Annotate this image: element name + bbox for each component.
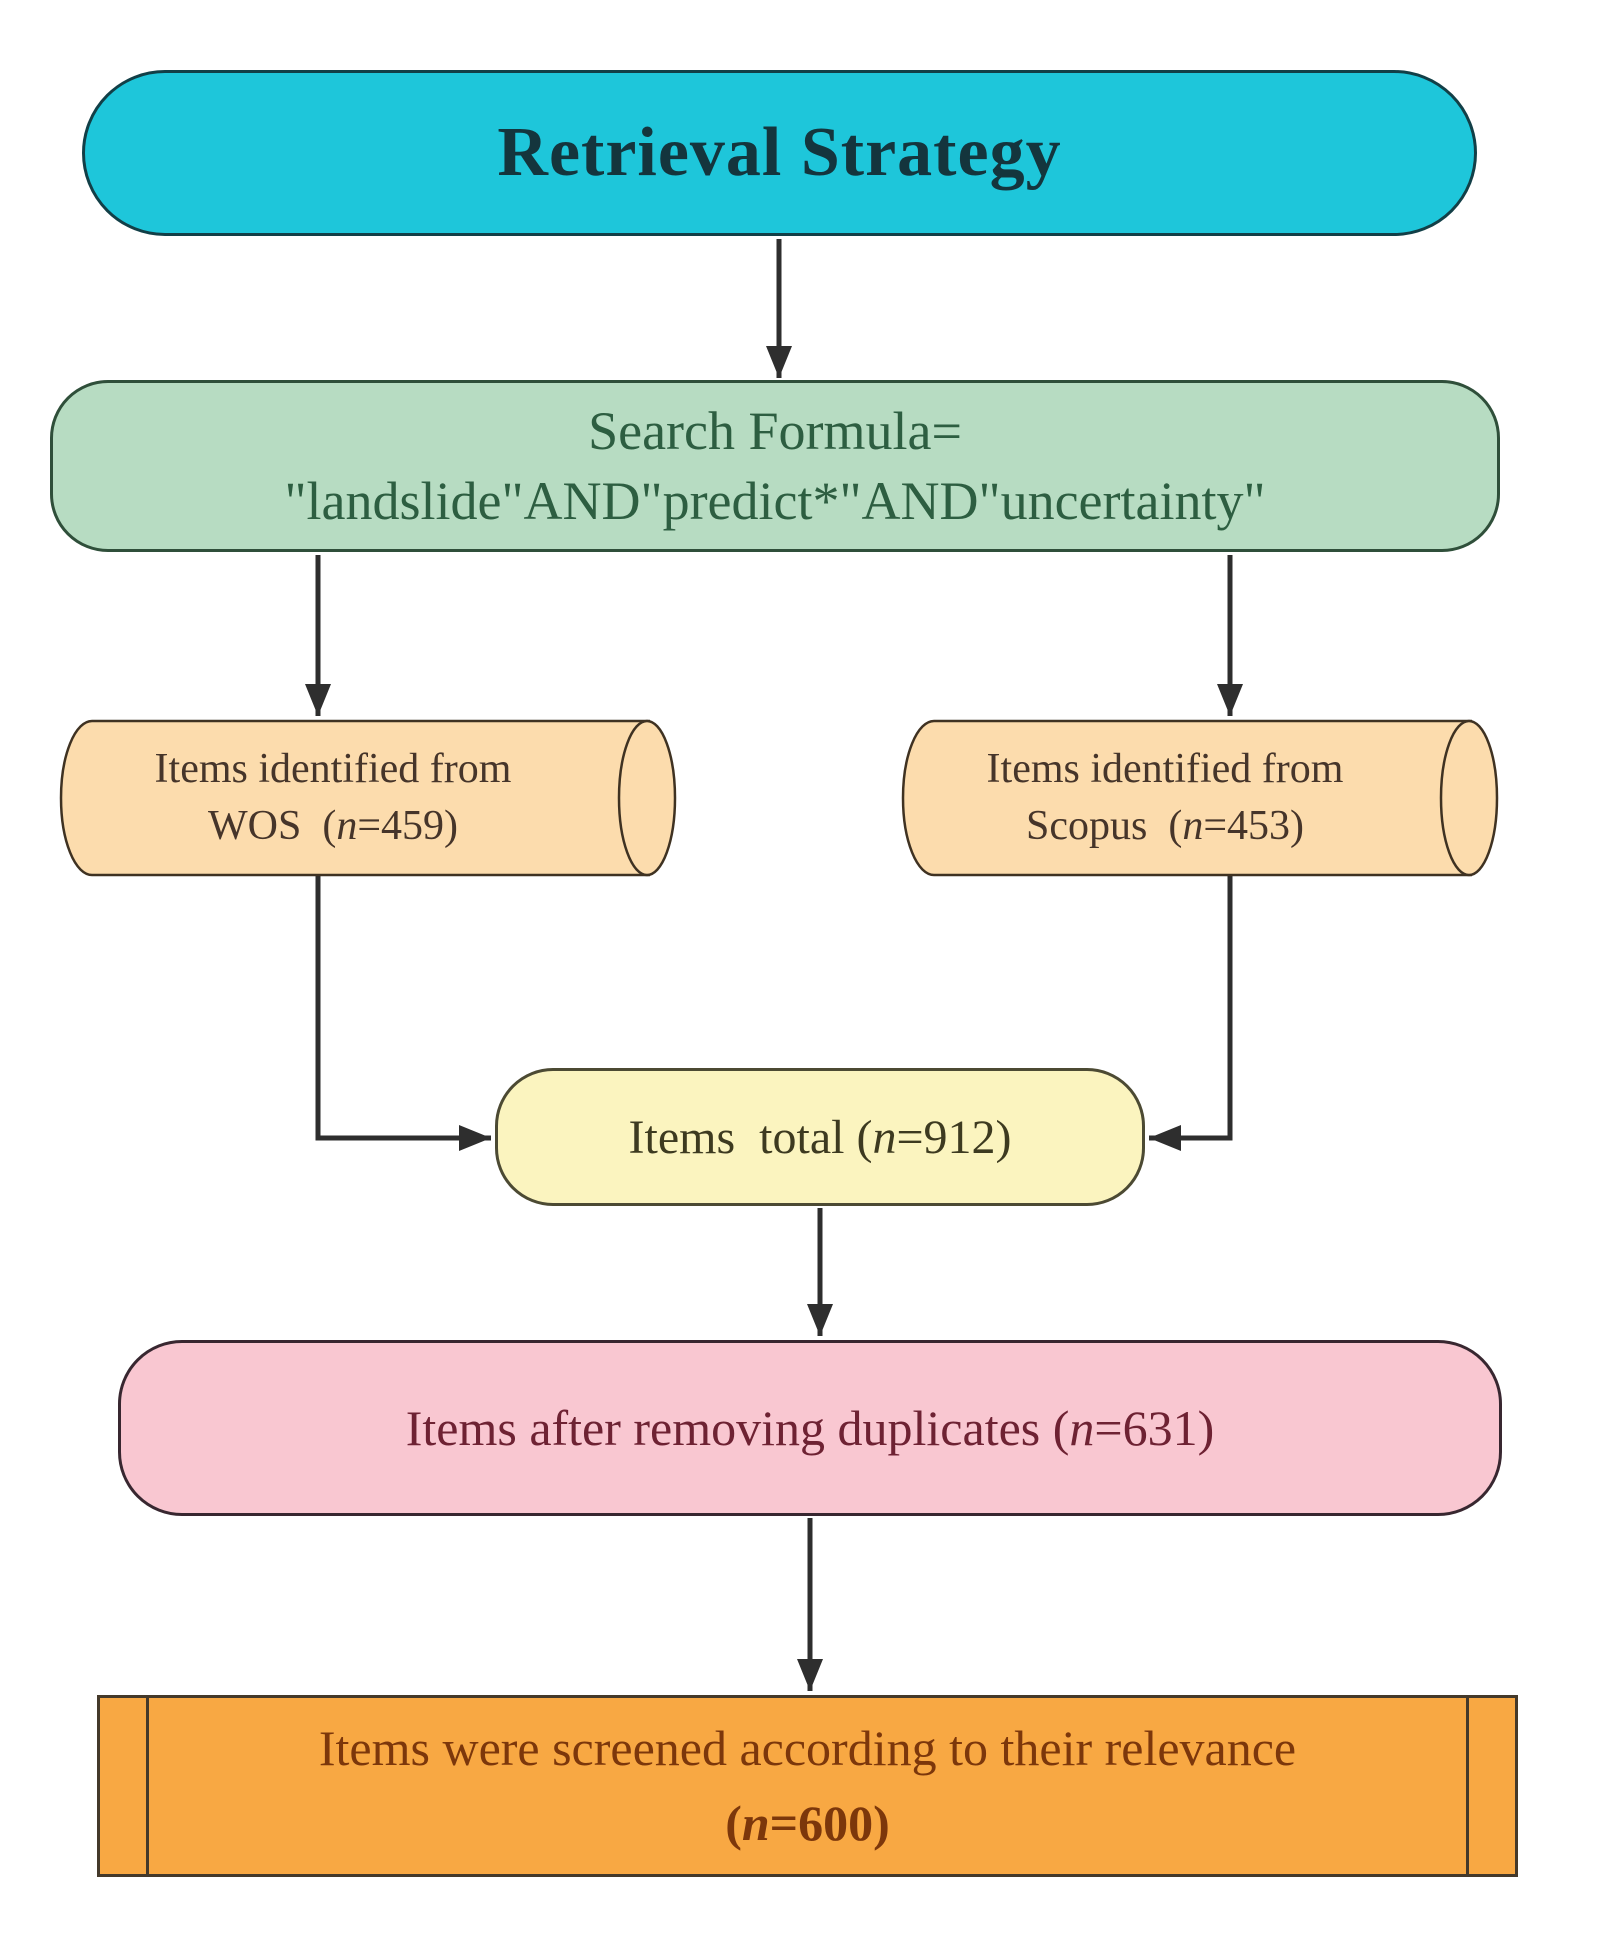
node-screened: Items were screened according to their r… [97, 1695, 1518, 1877]
scopus-cylinder-shape [901, 719, 1499, 877]
arrow-scopus-to-total [1149, 876, 1233, 1151]
node-after-duplicates: Items after removing duplicates (n=631) [118, 1340, 1502, 1516]
wos-label-line2: WOS (n=459) [207, 803, 458, 849]
scopus-label: Items identified from Scopus (n=453) [900, 718, 1502, 878]
wos-label: Items identified from WOS (n=459) [58, 718, 680, 878]
screened-right-bar [1466, 1697, 1469, 1875]
items-total-label: Items total (n=912) [628, 1110, 1012, 1164]
search-formula-line1: Search Formula= [588, 400, 962, 461]
node-scopus-cylinder: Items identified from Scopus (n=453) [900, 718, 1502, 878]
scopus-cylinder-body [903, 721, 1472, 875]
wos-label-line1: Items identified from [154, 746, 512, 793]
node-wos-cylinder: Items identified from WOS (n=459) [58, 718, 680, 878]
wos-cylinder-end-cap [617, 719, 677, 877]
wos-cylinder-shape [59, 719, 677, 877]
wos-cylinder-outline [59, 719, 650, 877]
node-retrieval-strategy: Retrieval Strategy [82, 70, 1477, 236]
scopus-label-line2: Scopus (n=453) [1025, 803, 1305, 849]
retrieval-strategy-title: Retrieval Strategy [497, 114, 1062, 191]
scopus-label-line1: Items identified from [986, 746, 1344, 793]
screened-left-bar [146, 1697, 149, 1875]
scopus-cylinder-end-cap [1439, 719, 1499, 877]
screened-label-line2: (n=600) [725, 1795, 890, 1851]
after-duplicates-label: Items after removing duplicates (n=631) [405, 1400, 1215, 1456]
wos-cylinder-body [61, 721, 651, 875]
scopus-cylinder-outline [901, 719, 1472, 877]
node-search-formula: Search Formula= "landslide"AND"predict*"… [50, 380, 1500, 552]
arrow-wos-to-total [315, 876, 491, 1151]
search-formula-line2: "landslide"AND"predict*"AND"uncertainty" [284, 471, 1266, 531]
screened-label-line1: Items were screened according to their r… [318, 1720, 1297, 1776]
node-items-total: Items total (n=912) [495, 1068, 1145, 1206]
